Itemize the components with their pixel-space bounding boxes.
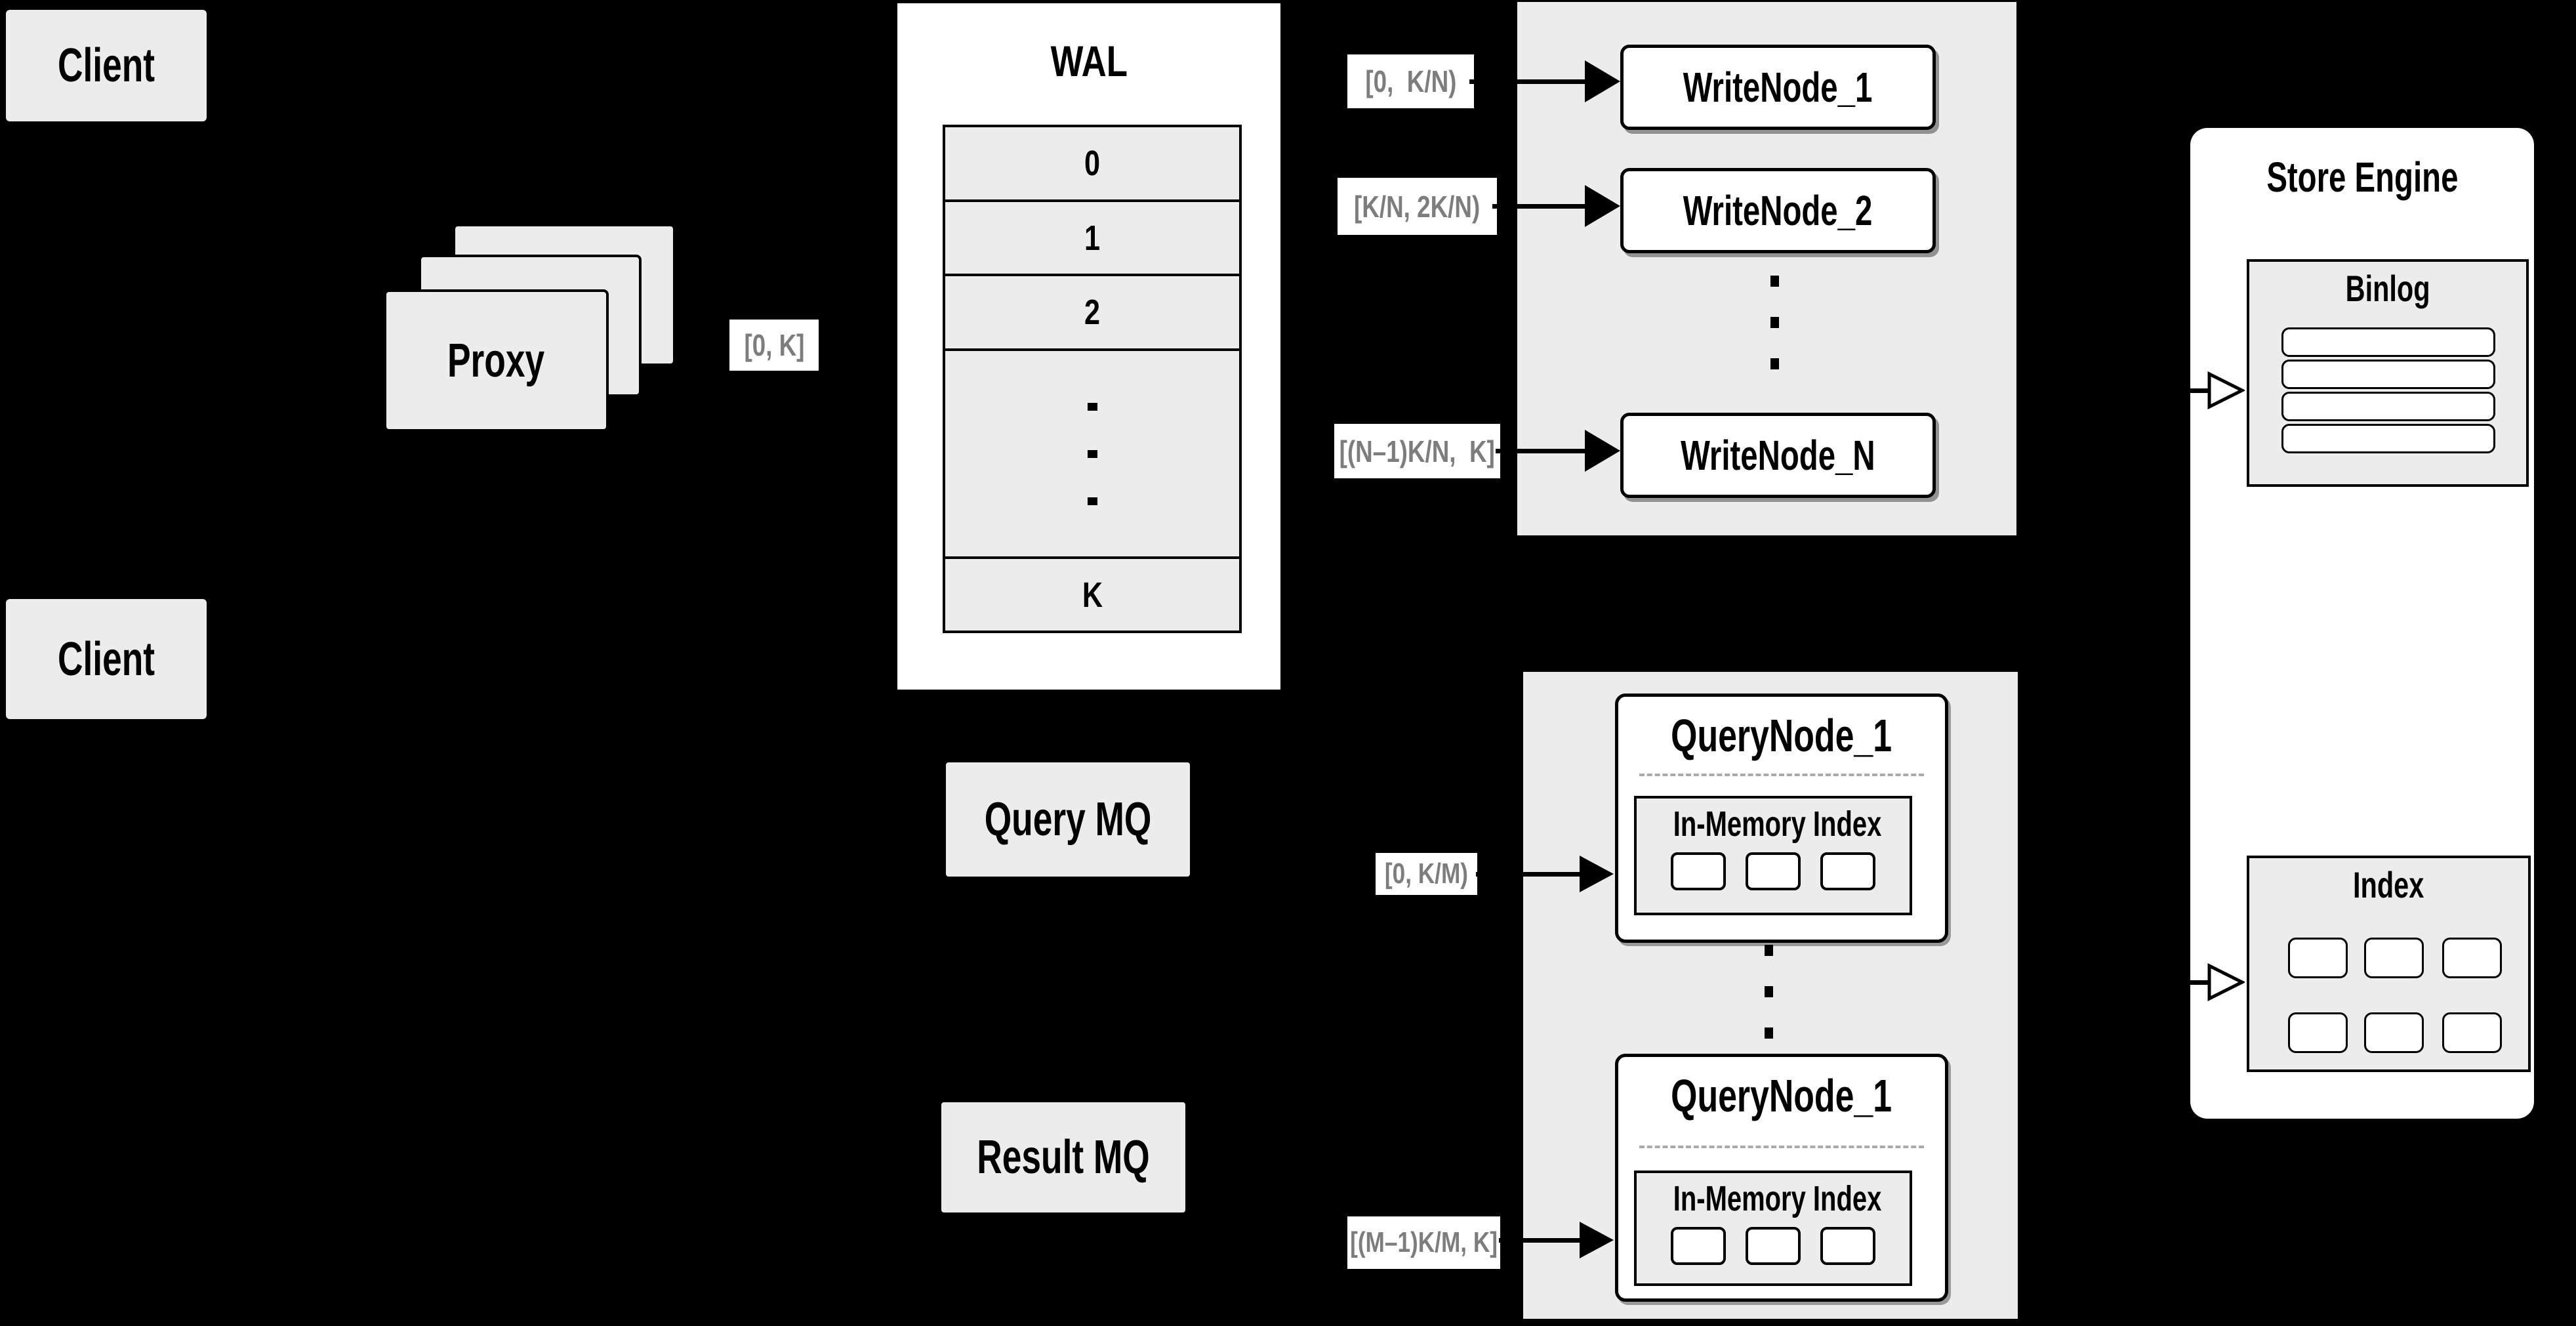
memory-segment (1820, 852, 1875, 890)
arrowhead-icon (1580, 1222, 1614, 1258)
wal-row-2: 2 (945, 274, 1239, 348)
write-range-label-2: [K/N, 2K/N) (1338, 178, 1497, 235)
arrow-shaft-to-querynode-1 (1476, 872, 1581, 877)
arrowhead-icon (1580, 856, 1614, 892)
memory-segment (1671, 852, 1726, 890)
wal-row-1: 1 (945, 199, 1239, 274)
query-node-1: QueryNode_1 In-Memory Index (1615, 694, 1948, 943)
index-segment (2442, 938, 2502, 978)
wal-title: WAL (1050, 37, 1128, 85)
proxy-label: Proxy (447, 334, 545, 387)
wal-row-k: K (945, 556, 1239, 631)
write-node-n: WriteNode_N (1620, 413, 1936, 498)
open-arrowhead-icon (2207, 963, 2245, 1001)
proxy-card-front: Proxy (384, 289, 609, 432)
index-segments (1671, 1227, 1875, 1265)
result-mq-box: Result MQ (941, 1102, 1185, 1212)
query-node-2: QueryNode_1 In-Memory Index (1615, 1054, 1948, 1302)
arrow-shaft-to-index (2020, 980, 2212, 985)
index-segment (2288, 938, 2348, 978)
binlog-title: Binlog (2345, 268, 2430, 309)
index-segment (2364, 1012, 2424, 1053)
arrow-shaft-to-querynode-2 (1499, 1238, 1581, 1243)
open-arrowhead-icon (2207, 371, 2245, 409)
index-segment (2288, 1012, 2348, 1053)
wal-row-ellipsis (945, 348, 1239, 556)
write-node-1: WriteNode_1 (1620, 45, 1936, 130)
in-memory-index-title: In-Memory Index (1673, 1179, 1882, 1218)
client-top-label: Client (57, 39, 155, 92)
binlog-row (2281, 392, 2495, 421)
index-segment (2442, 1012, 2502, 1053)
proxy-range-label: [0, K] (729, 320, 819, 371)
arrowhead-icon (1585, 430, 1620, 472)
arrowhead-icon (1585, 185, 1620, 227)
ellipsis-dot (1087, 402, 1097, 411)
write-range-label-n: [(N–1)K/N, K] (1334, 424, 1500, 478)
ellipsis-dot (1765, 945, 1773, 956)
client-bottom-label: Client (57, 632, 155, 686)
in-memory-index-title: In-Memory Index (1673, 804, 1882, 844)
memory-segment (1820, 1227, 1875, 1265)
binlog-box: Binlog (2247, 259, 2529, 487)
query-range-label-1: [0, K/M) (1376, 853, 1477, 895)
ellipsis-dot (1087, 497, 1097, 505)
client-box-bottom: Client (6, 599, 207, 719)
ellipsis-dot (1770, 276, 1779, 287)
query-node-2-title: QueryNode_1 (1671, 1070, 1892, 1121)
memory-segment (1671, 1227, 1726, 1265)
store-engine-box: Store Engine Binlog Index (2190, 128, 2534, 1119)
memory-segment (1746, 852, 1801, 890)
wal-box: WAL 0 1 2 K (897, 3, 1280, 690)
index-segment (2364, 938, 2424, 978)
arrowhead-icon (1585, 60, 1620, 102)
arrow-shaft-to-writenode-n (1496, 449, 1586, 453)
client-box-top: Client (6, 10, 207, 121)
arrow-shaft-to-binlog (2020, 388, 2212, 393)
in-memory-index-box-2: In-Memory Index (1634, 1171, 1912, 1286)
write-range-label-1: [0, K/N) (1347, 54, 1474, 108)
in-memory-index-box-1: In-Memory Index (1634, 796, 1912, 915)
memory-segment (1746, 1227, 1801, 1265)
binlog-row (2281, 327, 2495, 357)
write-node-2: WriteNode_2 (1620, 168, 1936, 253)
store-engine-title: Store Engine (2266, 154, 2459, 201)
arrow-shaft-to-writenode-1 (1469, 79, 1586, 84)
query-mq-box: Query MQ (946, 762, 1190, 877)
query-node-1-title: QueryNode_1 (1671, 710, 1892, 761)
binlog-rows (2281, 327, 2495, 453)
ellipsis-dot (1765, 986, 1773, 997)
index-segments (1671, 852, 1875, 890)
index-title: Index (2353, 864, 2424, 905)
index-box: Index (2247, 856, 2531, 1072)
binlog-row (2281, 424, 2495, 453)
ellipsis-dot (1770, 317, 1779, 328)
ellipsis-dot (1087, 449, 1097, 458)
query-range-label-m: [(M–1)K/M, K] (1347, 1216, 1500, 1269)
ellipsis-dot (1770, 358, 1779, 369)
wal-row-0: 0 (945, 127, 1239, 199)
wal-log-table: 0 1 2 K (943, 125, 1242, 633)
binlog-row (2281, 360, 2495, 389)
dashed-divider (1639, 774, 1924, 776)
arrow-shaft-to-writenode-2 (1492, 204, 1586, 209)
dashed-divider (1639, 1146, 1924, 1148)
ellipsis-dot (1765, 1027, 1773, 1039)
